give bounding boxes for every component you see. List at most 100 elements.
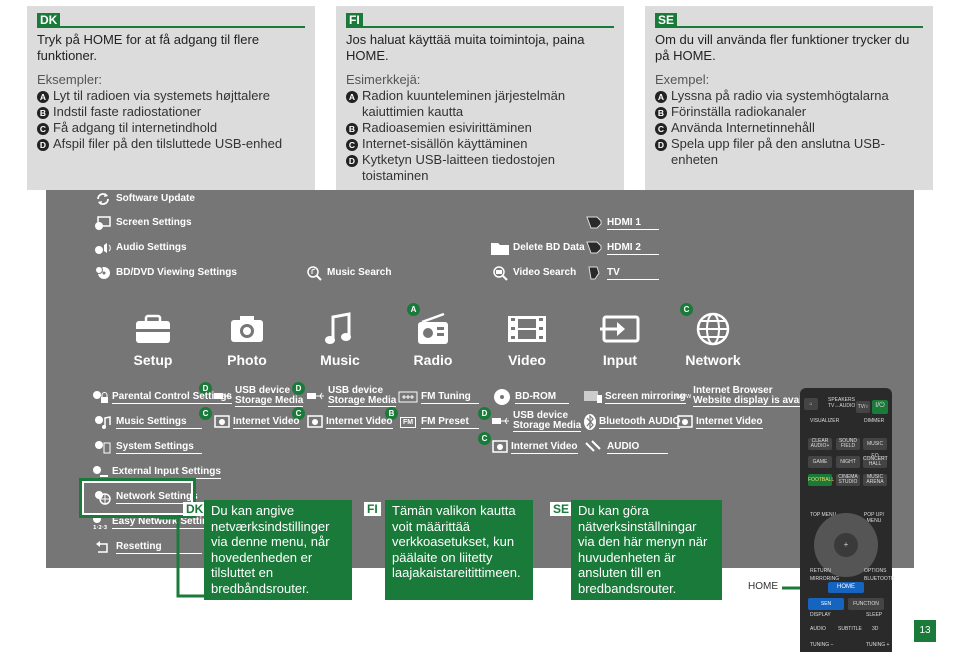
toolbox-icon — [108, 310, 198, 348]
category-network[interactable]: Network — [668, 310, 758, 368]
menu-item-parental-control[interactable]: Parental Control Settings — [92, 388, 233, 406]
radio-fm-preset[interactable]: FM FM Preset — [397, 413, 479, 431]
menu-item-music-search[interactable]: Music Search — [303, 264, 391, 282]
remote-dpad[interactable]: + — [814, 513, 878, 577]
category-input[interactable]: Input — [575, 310, 665, 368]
remote-sound-field[interactable]: SOUND FIELD — [836, 438, 860, 450]
camera-icon — [202, 310, 292, 348]
marker-d: D — [478, 407, 491, 420]
remote-home-menu-icon[interactable]: ⌂ — [804, 398, 818, 410]
badge-c: C — [655, 123, 667, 135]
remote-clear-audio[interactable]: CLEAR AUDIO+ — [808, 438, 832, 450]
badge-b: B — [346, 123, 358, 135]
input-bluetooth-audio[interactable]: Bluetooth AUDIO — [583, 413, 681, 431]
card-se: SE Om du vill använda fler funktioner tr… — [645, 6, 933, 190]
badge-d: D — [37, 139, 49, 151]
menu-item-system-settings[interactable]: System Settings — [92, 438, 202, 456]
language-tag: FI — [346, 13, 363, 27]
remote-game[interactable]: GAME — [808, 456, 832, 468]
menu-item-tv[interactable]: TV — [583, 264, 659, 282]
tuning-dial-icon — [397, 388, 419, 406]
page-number: 13 — [914, 620, 936, 642]
radio-icon — [388, 310, 478, 348]
remote-enter-button[interactable]: + — [834, 533, 858, 557]
remote-concert-hall[interactable]: CONCERT HALL — [863, 456, 888, 468]
video-bd-rom[interactable]: BD-ROM — [491, 388, 569, 406]
remote-function-button[interactable]: FUNCTION — [848, 598, 884, 610]
remote-night[interactable]: NIGHT — [836, 456, 860, 468]
marker-c: C — [680, 303, 693, 316]
remote-football[interactable]: FOOTBALL — [808, 474, 834, 486]
usb-icon — [306, 387, 326, 405]
music-internet-video[interactable]: Internet Video — [306, 413, 393, 431]
category-music[interactable]: Music — [295, 310, 385, 368]
input-screen-mirroring[interactable]: Screen mirroring — [583, 388, 686, 406]
category-setup[interactable]: Setup — [108, 310, 198, 368]
internet-video-icon — [676, 413, 694, 431]
badge-b: B — [655, 107, 667, 119]
menu-item-bd-dvd-viewing-settings[interactable]: BD/DVD Viewing Settings — [92, 264, 237, 282]
examples-label: Esimerkkejä: — [346, 72, 421, 87]
remote-tv-button[interactable]: TV/○ — [856, 401, 870, 413]
www-icon: www — [676, 392, 692, 400]
menu-item-screen-settings[interactable]: Screen Settings — [92, 214, 192, 232]
card-dk: DK Tryk på HOME for at få adgang til fle… — [27, 6, 315, 190]
video-internet-video[interactable]: Internet Video — [491, 438, 578, 456]
remote-sen-button[interactable]: SEN — [808, 598, 844, 610]
lock-settings-icon — [92, 388, 110, 406]
remote-cinema-studio[interactable]: CINEMA STUDIO — [836, 474, 860, 486]
tv-plug-icon — [583, 264, 605, 282]
category-radio[interactable]: Radio — [388, 310, 478, 368]
menu-item-software-update[interactable]: Software Update — [92, 190, 195, 208]
internet-video-icon — [213, 413, 231, 431]
examples-label: Eksempler: — [37, 72, 103, 87]
hdmi-plug-icon — [583, 214, 605, 232]
menu-item-audio-settings[interactable]: Audio Settings — [92, 239, 187, 257]
audio-plug-icon — [583, 438, 605, 456]
menu-item-resetting[interactable]: Resetting — [92, 538, 202, 556]
screen-mirroring-icon — [583, 388, 603, 406]
screen-settings-icon — [92, 214, 114, 232]
badge-a: A — [655, 91, 667, 103]
marker-d: D — [292, 382, 305, 395]
marker-b: B — [385, 407, 398, 420]
remote-power-button[interactable]: I/⏻ — [872, 400, 888, 414]
callout-tag-fi: FI — [364, 502, 381, 516]
radio-fm-tuning[interactable]: FM Tuning — [397, 388, 479, 406]
network-internet-video[interactable]: Internet Video — [676, 413, 763, 431]
category-video[interactable]: Video — [482, 310, 572, 368]
menu-item-delete-bd-data[interactable]: Delete BD Data — [489, 239, 585, 257]
menu-item-music-settings[interactable]: Music Settings — [92, 413, 202, 431]
menu-item-network-settings[interactable]: Network Settings — [92, 488, 202, 506]
marker-d: D — [199, 382, 212, 395]
callout-fi: Tämän valikon kautta voit määrittää verk… — [385, 500, 533, 600]
remote-control: ⌂ SPEAKERS TV↔AUDIO TV/○ I/⏻ VISUALIZER … — [800, 388, 894, 652]
menu-item-video-search[interactable]: Video Search — [489, 264, 576, 282]
remote-music-arena[interactable]: MUSIC ARENA — [863, 474, 887, 486]
menu-item-hdmi1[interactable]: HDMI 1 — [583, 214, 659, 232]
marker-c: C — [478, 432, 491, 445]
marker-c: C — [199, 407, 212, 420]
music-note-icon — [295, 310, 385, 348]
menu-item-hdmi2[interactable]: HDMI 2 — [583, 239, 659, 257]
music-search-icon — [303, 264, 325, 282]
photo-internet-video[interactable]: Internet Video — [213, 413, 300, 431]
badge-a: A — [37, 91, 49, 103]
category-photo[interactable]: Photo — [202, 310, 292, 368]
refresh-icon — [92, 190, 114, 208]
audio-settings-icon — [92, 239, 114, 257]
external-input-icon — [92, 463, 110, 481]
remote-music-eq[interactable]: MUSIC EQ — [863, 438, 887, 459]
input-audio[interactable]: AUDIO — [583, 438, 668, 456]
callout-tag-dk: DK — [183, 502, 207, 516]
remote-home-button[interactable]: HOME — [828, 582, 864, 593]
film-icon — [482, 310, 572, 348]
